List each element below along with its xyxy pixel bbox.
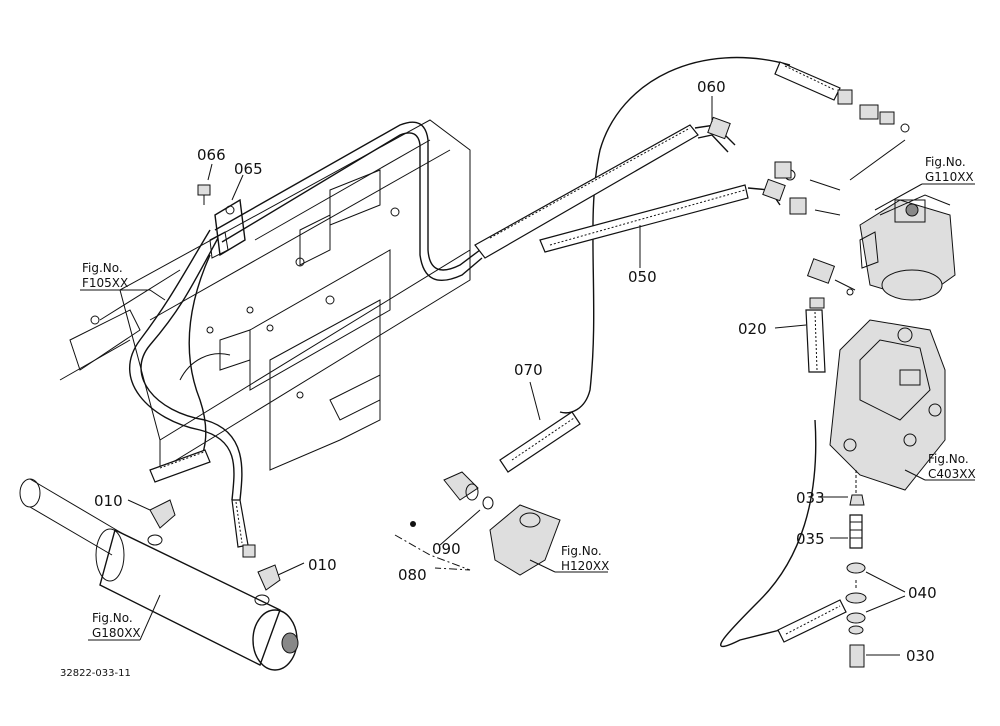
bolt-066 [197, 184, 211, 205]
label-070: 070 [514, 361, 543, 379]
part-h120-block [489, 504, 561, 576]
fig-ref-g110-line2: G110XX [925, 170, 974, 184]
adapter-fitting [410, 471, 494, 527]
fig-ref-h120: Fig.No. H120XX [561, 544, 609, 573]
label-010-b: 010 [308, 556, 337, 574]
hose-end-lower-right [777, 599, 847, 643]
fig-ref-g110: Fig.No. G110XX [925, 155, 974, 184]
control-valve [829, 319, 946, 491]
hydraulic-pump [774, 161, 956, 301]
tractor-frame [59, 119, 471, 471]
label-040: 040 [908, 584, 937, 602]
label-060: 060 [697, 78, 726, 96]
hose-end-left-upper [149, 449, 211, 483]
fig-ref-g110-line1: Fig.No. [925, 155, 966, 169]
hose-050 [539, 178, 786, 253]
drawing-code: 32822-033-11 [60, 668, 131, 679]
label-033: 033 [796, 489, 825, 507]
hydraulic-cylinder [19, 478, 299, 671]
pipe-020 [805, 297, 826, 373]
fig-ref-h120-line2: H120XX [561, 559, 609, 573]
fig-ref-g180-line2: G180XX [92, 626, 141, 640]
label-066: 066 [197, 146, 226, 164]
label-050: 050 [628, 268, 657, 286]
fig-ref-c403-line1: Fig.No. [928, 452, 969, 466]
fig-ref-c403: Fig.No. C403XX [928, 452, 976, 481]
hose-060 [474, 116, 736, 259]
label-090: 090 [432, 540, 461, 558]
label-020: 020 [738, 320, 767, 338]
leader-lines [80, 96, 975, 656]
elbow-010-b [257, 564, 281, 591]
pump-inlet-fittings [774, 61, 910, 181]
fig-ref-h120-line1: Fig.No. [561, 544, 602, 558]
fig-ref-f105-line2: F105XX [82, 276, 128, 290]
label-030: 030 [906, 647, 935, 665]
fig-ref-g180: Fig.No. G180XX [92, 611, 141, 640]
hose-070 [499, 411, 581, 473]
long-hydraulic-line [559, 56, 817, 648]
label-080: 080 [398, 566, 427, 584]
label-010-a: 010 [94, 492, 123, 510]
steel-pipe-lines [128, 121, 483, 501]
fig-ref-c403-line2: C403XX [928, 467, 976, 481]
relief-parts [845, 470, 867, 668]
hose-clamp-065 [209, 198, 246, 259]
fig-ref-g180-line1: Fig.No. [92, 611, 133, 625]
fig-ref-f105-line1: Fig.No. [82, 261, 123, 275]
label-035: 035 [796, 530, 825, 548]
elbow-010-a [149, 499, 176, 529]
fig-ref-f105: Fig.No. F105XX [82, 261, 128, 290]
label-065: 065 [234, 160, 263, 178]
hose-end-left-lower [231, 499, 256, 558]
